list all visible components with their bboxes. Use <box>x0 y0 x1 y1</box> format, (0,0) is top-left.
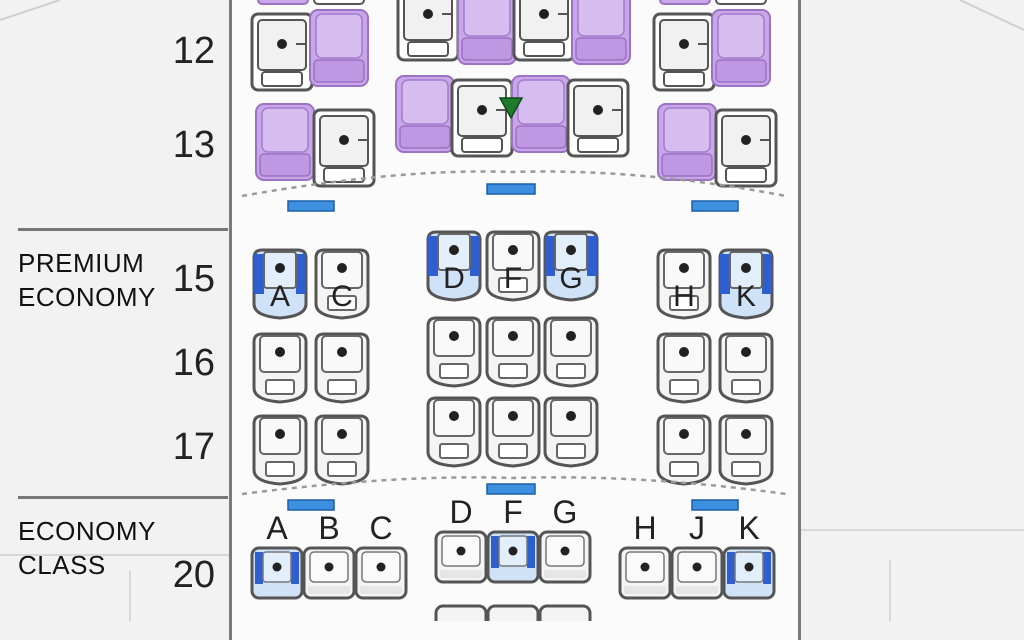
premium-economy-label: PREMIUM ECONOMY <box>18 246 156 314</box>
row-number-16: 16 <box>172 342 215 384</box>
exit-bar-center-2 <box>486 483 536 495</box>
economy-label-line1: ECONOMY <box>18 516 156 546</box>
premium-col-f: F <box>503 262 523 295</box>
economy-class-label: ECONOMY CLASS <box>18 514 156 582</box>
seat-16d[interactable] <box>426 316 482 388</box>
seat-17a[interactable] <box>252 414 308 486</box>
exit-bar-left-2 <box>287 499 335 511</box>
seat-16a[interactable] <box>252 332 308 404</box>
seat-13f <box>511 75 571 153</box>
seat-20j[interactable] <box>670 546 724 600</box>
seat-12d[interactable] <box>396 0 460 62</box>
premium-row-16 <box>252 316 774 404</box>
seat-12a[interactable] <box>250 12 314 92</box>
exit-bar-left-1 <box>287 200 335 212</box>
economy-label-line2: CLASS <box>18 550 106 580</box>
seat-20h[interactable] <box>618 546 672 600</box>
seat-12f[interactable] <box>512 0 576 62</box>
seat-map <box>241 0 787 621</box>
premium-col-g: G <box>559 262 583 295</box>
seat-20d[interactable] <box>434 530 488 584</box>
row-number-12: 12 <box>172 30 215 72</box>
seat-13c[interactable] <box>312 108 376 188</box>
row-number-17: 17 <box>172 426 215 468</box>
seat-12e <box>457 0 517 65</box>
seat-12c <box>309 9 369 87</box>
seat-20g[interactable] <box>538 530 592 584</box>
seat-13d <box>395 75 455 153</box>
premium-col-a: A <box>269 280 290 313</box>
economy-row-21 <box>434 604 592 621</box>
seat-16g[interactable] <box>543 316 599 388</box>
premium-col-k: K <box>735 280 756 313</box>
seat-21d[interactable] <box>434 604 488 621</box>
seat-17h[interactable] <box>656 414 712 486</box>
premium-row-17 <box>252 396 774 486</box>
economy-col-f: F <box>503 494 523 530</box>
cabin-partition-2 <box>241 476 787 496</box>
premium-col-h: H <box>673 280 695 313</box>
seat-17g[interactable] <box>543 396 599 468</box>
seat-16c[interactable] <box>314 332 370 404</box>
seat-17d[interactable] <box>426 396 482 468</box>
economy-col-d: D <box>449 494 473 530</box>
seat-21g[interactable] <box>538 604 592 621</box>
economy-col-c: C <box>369 510 393 546</box>
seat-20a[interactable] <box>250 546 304 600</box>
cabin-partition-1 <box>241 170 787 198</box>
exit-bar-center-1 <box>486 183 536 195</box>
your-seat-marker-icon <box>498 97 524 120</box>
seat-13e[interactable] <box>450 78 514 158</box>
business-row-13 <box>255 75 778 188</box>
seat-13h <box>657 103 717 181</box>
seat-20b[interactable] <box>302 546 356 600</box>
seat-17k[interactable] <box>718 414 774 486</box>
seat-17f[interactable] <box>485 396 541 468</box>
seat-20c[interactable] <box>354 546 408 600</box>
seat-16h[interactable] <box>656 332 712 404</box>
economy-col-j: J <box>689 510 705 546</box>
seat-12g <box>571 0 631 65</box>
background-decoration <box>0 0 1024 621</box>
seat-20f[interactable] <box>486 530 540 584</box>
section-divider-premium <box>18 228 228 231</box>
premium-col-c: C <box>331 280 353 313</box>
economy-col-a: A <box>266 510 288 546</box>
business-row-12 <box>250 0 771 92</box>
seat-13g[interactable] <box>566 78 630 158</box>
premium-label-line1: PREMIUM <box>18 248 145 278</box>
seat-13k[interactable] <box>714 108 778 188</box>
economy-col-k: K <box>738 510 760 546</box>
seat-20k[interactable] <box>722 546 776 600</box>
economy-col-b: B <box>318 510 340 546</box>
exit-bar-right-1 <box>691 200 739 212</box>
section-divider-economy <box>18 496 228 499</box>
seat-21f[interactable] <box>486 604 540 621</box>
premium-col-d: D <box>443 262 465 295</box>
business-row-11 <box>257 0 767 5</box>
row-number-13: 13 <box>172 124 215 166</box>
seat-12h[interactable] <box>652 12 716 92</box>
row-number-20: 20 <box>172 554 215 596</box>
seat-13a <box>255 103 315 181</box>
seat-16k[interactable] <box>718 332 774 404</box>
seat-12k <box>711 9 771 87</box>
exit-bar-right-2 <box>691 499 739 511</box>
seat-17c[interactable] <box>314 414 370 486</box>
economy-col-h: H <box>633 510 657 546</box>
economy-col-g: G <box>552 494 578 530</box>
premium-label-line2: ECONOMY <box>18 282 156 312</box>
row-number-15: 15 <box>172 258 215 300</box>
seat-16f[interactable] <box>485 316 541 388</box>
